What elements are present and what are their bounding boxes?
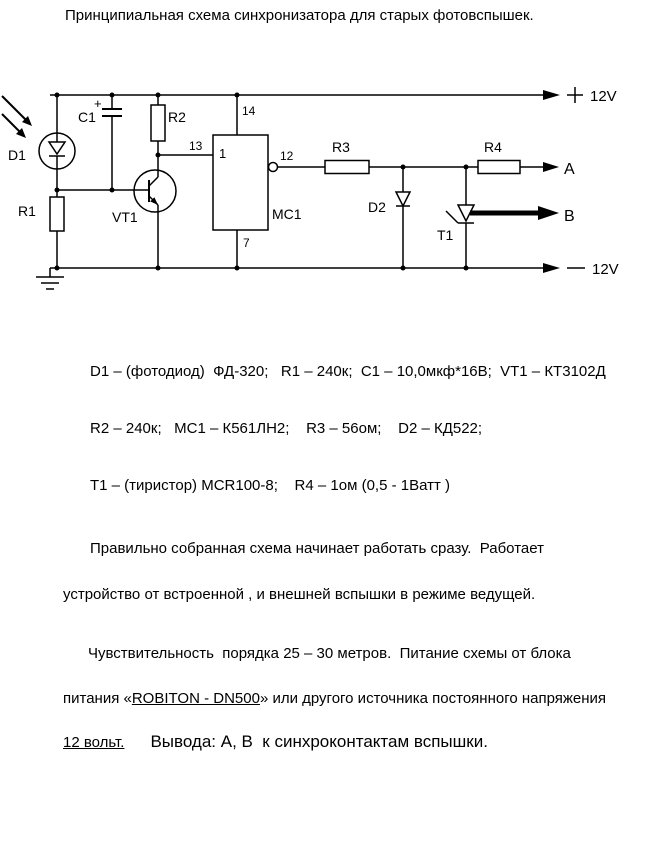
diode-d2: D2: [368, 167, 412, 268]
rail-bottom-voltage-label: 12V: [592, 261, 619, 278]
parts-line-3: Т1 – (тиристор) MCR100-8; R4 – 1ом (0,5 …: [90, 477, 451, 494]
pin13-label: 13: [189, 139, 203, 153]
parts-line-1: D1 – (фотодиод) ФД-320; R1 – 240к; C1 – …: [90, 363, 606, 380]
vt1-label: VT1: [112, 209, 138, 225]
transistor-vt1: VT1: [57, 169, 177, 268]
circuit-schematic: 12V 12V: [1, 87, 619, 290]
r2-label: R2: [168, 109, 186, 125]
pin7-label: 7: [243, 236, 250, 250]
output-a-label: А: [564, 161, 575, 178]
r4-label: R4: [484, 139, 502, 155]
pin12-label: 12: [280, 149, 294, 163]
r1-label: R1: [18, 203, 36, 219]
d1-label: D1: [8, 147, 26, 163]
ic-mc1: 14 13 1 12 7 MC1: [158, 95, 302, 268]
r3-label: R3: [332, 139, 350, 155]
note-para2-line2-post: » или другого источника постоянного напр…: [259, 690, 607, 707]
thyristor-t1: Т1: [437, 167, 476, 268]
note-para1-line1: Правильно собранная схема начинает работ…: [90, 540, 544, 557]
inverter-bubble-icon: [267, 161, 279, 173]
parts-line-2: R2 – 240к; МС1 – К561ЛН2; R3 – 56ом; D2 …: [90, 420, 483, 437]
gate-symbol-label: 1: [219, 146, 226, 161]
arrow-right-icon: [538, 206, 559, 220]
note-para2-line2: питания «ROBITON - DN500» или другого ис…: [63, 690, 606, 708]
rail-top-voltage-label: 12V: [590, 88, 617, 105]
note-para2-line1: Чувствительность порядка 25 – 30 метров.…: [88, 645, 571, 662]
t1-label: Т1: [437, 227, 454, 243]
arrow-right-icon: [543, 263, 560, 273]
photodiode-d1: D1: [8, 95, 76, 190]
ground-icon: [36, 268, 64, 290]
light-rays-icon: [1, 95, 32, 138]
power-rail-bottom: 12V: [50, 261, 619, 278]
capacitor-c1: C1 +: [78, 95, 122, 190]
d2-label: D2: [368, 199, 386, 215]
c1-polarity-plus: +: [94, 96, 102, 111]
resistor-r3: R3: [324, 139, 370, 175]
resistor-r2: R2: [150, 95, 186, 177]
note-para2-line2-pre: питания «: [63, 690, 132, 707]
arrow-right-icon: [543, 162, 559, 172]
power-supply-model: ROBITON - DN500: [131, 690, 260, 707]
resistor-r4: R4: [477, 139, 521, 175]
output-b-label: В: [564, 208, 575, 225]
note-para3-outputs: Вывода: А, В к синхроконтактам вспышки.: [150, 732, 488, 751]
arrow-right-icon: [543, 90, 560, 100]
note-para1-line2: устройство от встроенной , и внешней всп…: [63, 586, 536, 603]
mc1-label: MC1: [272, 206, 302, 222]
output-b: В: [470, 206, 575, 225]
junction-dots: [54, 92, 469, 271]
resistor-r1: R1: [18, 190, 65, 268]
note-para3-voltage: 12 вольт.: [63, 734, 125, 751]
output-a: А: [543, 161, 575, 178]
pin14-label: 14: [242, 104, 256, 118]
note-para3: 12 вольт. Вывода: А, В к синхроконтактам …: [63, 733, 488, 752]
page-title: Принципиальная схема синхронизатора для …: [65, 7, 534, 24]
c1-label: C1: [78, 109, 96, 125]
power-rail-top: 12V: [50, 87, 617, 105]
